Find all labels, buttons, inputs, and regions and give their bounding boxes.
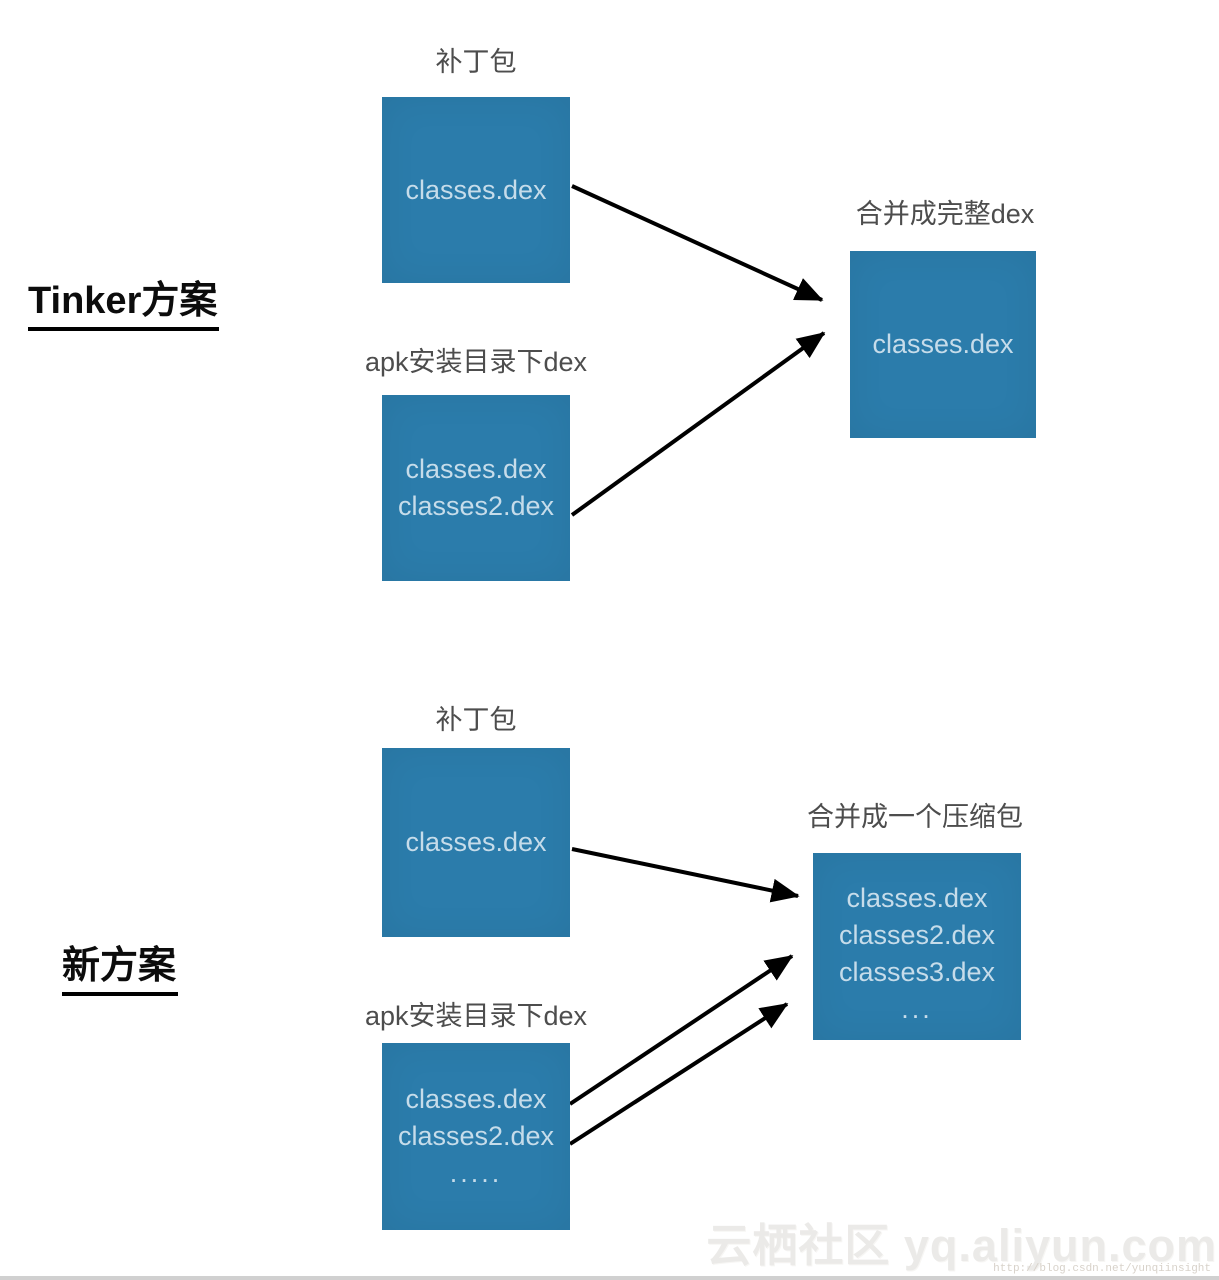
new-apk-box: classes.dex classes2.dex ..... [382, 1043, 570, 1230]
new-apk-label: apk安装目录下dex [364, 1001, 588, 1031]
dex-file-name: classes.dex [405, 174, 547, 205]
watermark-url: http://blog.csdn.net/yunqiinsight [993, 1263, 1211, 1275]
new-patch-box: classes.dex [382, 748, 570, 937]
dex-file-name: classes2.dex [397, 491, 555, 521]
tinker-patch-box: classes.dex [382, 97, 570, 283]
tinker-apk-label: apk安装目录下dex [364, 347, 588, 377]
new-section-title: 新方案 [62, 945, 179, 996]
tinker-result-label: 合并成完整dex [855, 199, 1035, 229]
watermark-text: 云栖社区 yq.aliyun.com [706, 1220, 1217, 1271]
dex-file-name: classes.dex [405, 1084, 547, 1114]
footer-divider [0, 1276, 1219, 1280]
dex-file-name: classes3.dex [838, 956, 996, 987]
new-result-box: classes.dex classes2.dex classes3.dex ..… [813, 853, 1021, 1040]
tinker-apk-box: classes.dex classes2.dex [382, 395, 570, 581]
tinker-section-title: Tinker方案 [28, 280, 220, 331]
tinker-result-box: classes.dex [850, 251, 1036, 438]
dex-file-name: classes.dex [405, 454, 547, 484]
dex-file-name: classes2.dex [397, 1121, 555, 1151]
arrow-new-patch-to-result [571, 847, 800, 903]
new-result-label: 合并成一个压缩包 [807, 802, 1023, 832]
arrow-tinker-patch-to-result [571, 184, 824, 302]
dex-ellipsis: ..... [449, 1158, 503, 1188]
tinker-patch-label: 补丁包 [435, 47, 517, 77]
dex-file-name: classes2.dex [838, 919, 996, 950]
dex-ellipsis: ... [901, 993, 933, 1024]
dex-file-name: classes.dex [846, 882, 988, 913]
dex-file-name: classes.dex [405, 827, 547, 857]
new-patch-label: 补丁包 [435, 705, 517, 735]
dex-file-name: classes.dex [872, 329, 1014, 359]
